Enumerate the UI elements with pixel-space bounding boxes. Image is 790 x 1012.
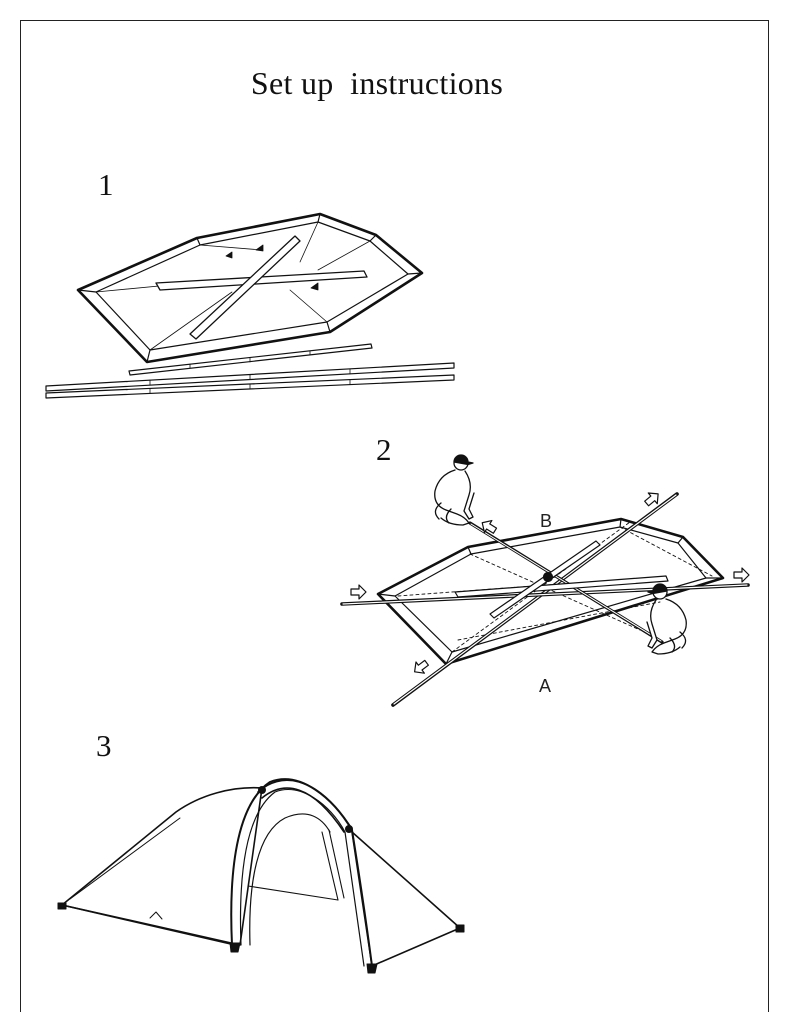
step-number-2: 2 — [376, 432, 392, 467]
pole-label-b: B — [540, 511, 553, 531]
step-number-1: 1 — [98, 167, 114, 202]
page-title: Set up instructions — [250, 65, 504, 101]
step-number-3: 3 — [96, 728, 112, 763]
pole-label-a: A — [539, 676, 552, 696]
page-border-frame — [20, 20, 769, 1012]
